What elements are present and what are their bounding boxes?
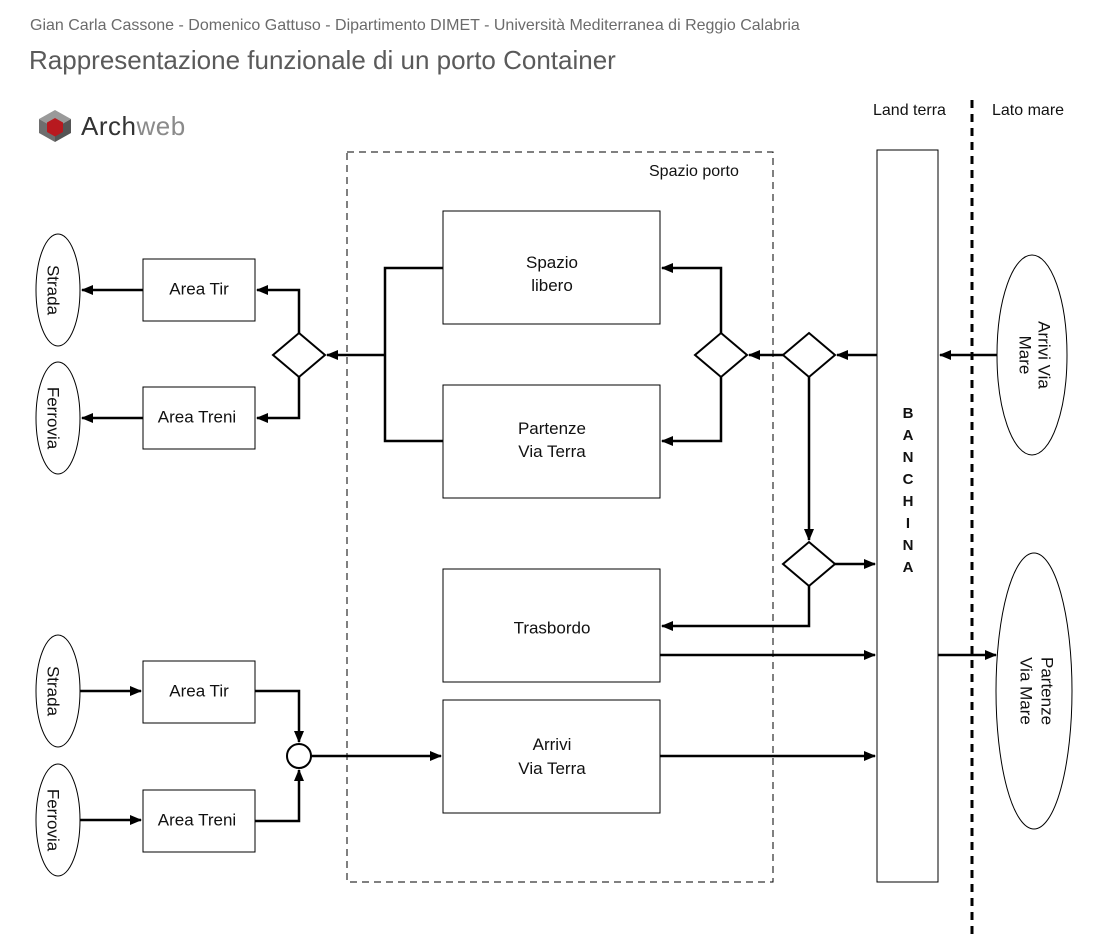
page-title: Rappresentazione funzionale di un porto … xyxy=(29,45,616,75)
banchina-letter-2: A xyxy=(903,427,914,444)
node-banchina: B A N C H I N A xyxy=(876,149,939,883)
node-partenze-terra-line1: Partenze xyxy=(518,419,586,438)
node-ferrovia-bottom: Ferrovia xyxy=(35,763,81,877)
merge-node xyxy=(286,743,312,769)
node-arrivi-mare-line1: Arrivi Via xyxy=(1035,321,1054,389)
logo-part-arch: Arch xyxy=(81,110,137,141)
port-boundary xyxy=(346,151,774,883)
node-arrivi-terra-line1: Arrivi xyxy=(533,735,572,754)
arrow-to-area-treni-top xyxy=(256,377,301,423)
banchina-letter-5: H xyxy=(903,493,914,510)
banchina-letter-7: N xyxy=(903,537,914,554)
node-trasbordo: Trasbordo xyxy=(442,568,661,683)
zone-label-sea: Lato mare xyxy=(992,102,1065,119)
node-area-treni-bottom: Area Treni xyxy=(142,789,256,853)
node-area-treni-top-label: Area Treni xyxy=(158,407,236,426)
decision-diamond-center xyxy=(693,331,749,379)
node-trasbordo-label: Trasbordo xyxy=(514,618,591,637)
decision-diamond-left xyxy=(271,331,327,379)
node-area-tir-bottom-label: Area Tir xyxy=(169,681,229,700)
node-spazio-libero-line2: libero xyxy=(531,276,573,295)
node-strada-top: Strada xyxy=(35,233,81,347)
node-partenze-mare-line1: Partenze xyxy=(1038,657,1057,725)
node-ferrovia-top: Ferrovia xyxy=(35,361,81,475)
node-arrivi-mare: Arrivi Via Mare xyxy=(996,254,1068,456)
zone-label-port: Spazio porto xyxy=(649,163,739,180)
node-strada-top-label: Strada xyxy=(44,265,63,316)
node-ferrovia-bottom-label: Ferrovia xyxy=(44,789,63,852)
logo-part-web: web xyxy=(136,110,186,141)
authors-line: Gian Carla Cassone - Domenico Gattuso - … xyxy=(30,17,800,34)
node-arrivi-terra-line2: Via Terra xyxy=(518,759,586,778)
line-from-spazio-libero xyxy=(383,266,443,443)
node-area-tir-top-label: Area Tir xyxy=(169,279,229,298)
archweb-cube-icon xyxy=(39,110,71,142)
banchina-letter-8: A xyxy=(903,559,914,576)
node-strada-bottom-label: Strada xyxy=(44,666,63,717)
node-strada-bottom: Strada xyxy=(35,634,81,748)
arrow-area-treni-to-merge xyxy=(255,769,304,823)
arrow-to-area-tir-top xyxy=(256,285,301,333)
banchina-letter-4: C xyxy=(903,471,914,488)
archweb-wordmark: Archweb xyxy=(81,111,186,142)
banchina-letter-6: I xyxy=(906,515,910,532)
banchina-letter-1: B xyxy=(903,405,914,422)
node-area-tir-top: Area Tir xyxy=(142,258,256,322)
node-arrivi-terra: Arrivi Via Terra xyxy=(442,699,661,814)
node-spazio-libero-line1: Spazio xyxy=(526,253,578,272)
connectors xyxy=(80,263,997,825)
arrow-area-tir-to-merge xyxy=(255,689,304,743)
arrow-to-partenze-terra xyxy=(661,377,723,446)
zone-label-land: Land terra xyxy=(873,102,946,119)
node-area-tir-bottom: Area Tir xyxy=(142,660,256,724)
node-arrivi-mare-line2: Mare xyxy=(1016,336,1035,375)
node-partenze-mare: Partenze Via Mare xyxy=(995,552,1073,830)
node-partenze-terra: Partenze Via Terra xyxy=(442,384,661,499)
node-partenze-mare-line2: Via Mare xyxy=(1017,657,1036,725)
arrow-to-spazio-libero xyxy=(661,263,723,333)
node-area-treni-bottom-label: Area Treni xyxy=(158,810,236,829)
node-ferrovia-top-label: Ferrovia xyxy=(44,387,63,450)
decision-diamond-lower xyxy=(781,540,837,588)
node-area-treni-top: Area Treni xyxy=(142,386,256,450)
arrow-to-trasbordo xyxy=(661,586,811,631)
node-spazio-libero: Spazio libero xyxy=(442,210,661,325)
decision-diamond-right xyxy=(781,331,837,379)
banchina-letter-3: N xyxy=(903,449,914,466)
node-partenze-terra-line2: Via Terra xyxy=(518,442,586,461)
archweb-logo: Archweb xyxy=(37,110,186,142)
